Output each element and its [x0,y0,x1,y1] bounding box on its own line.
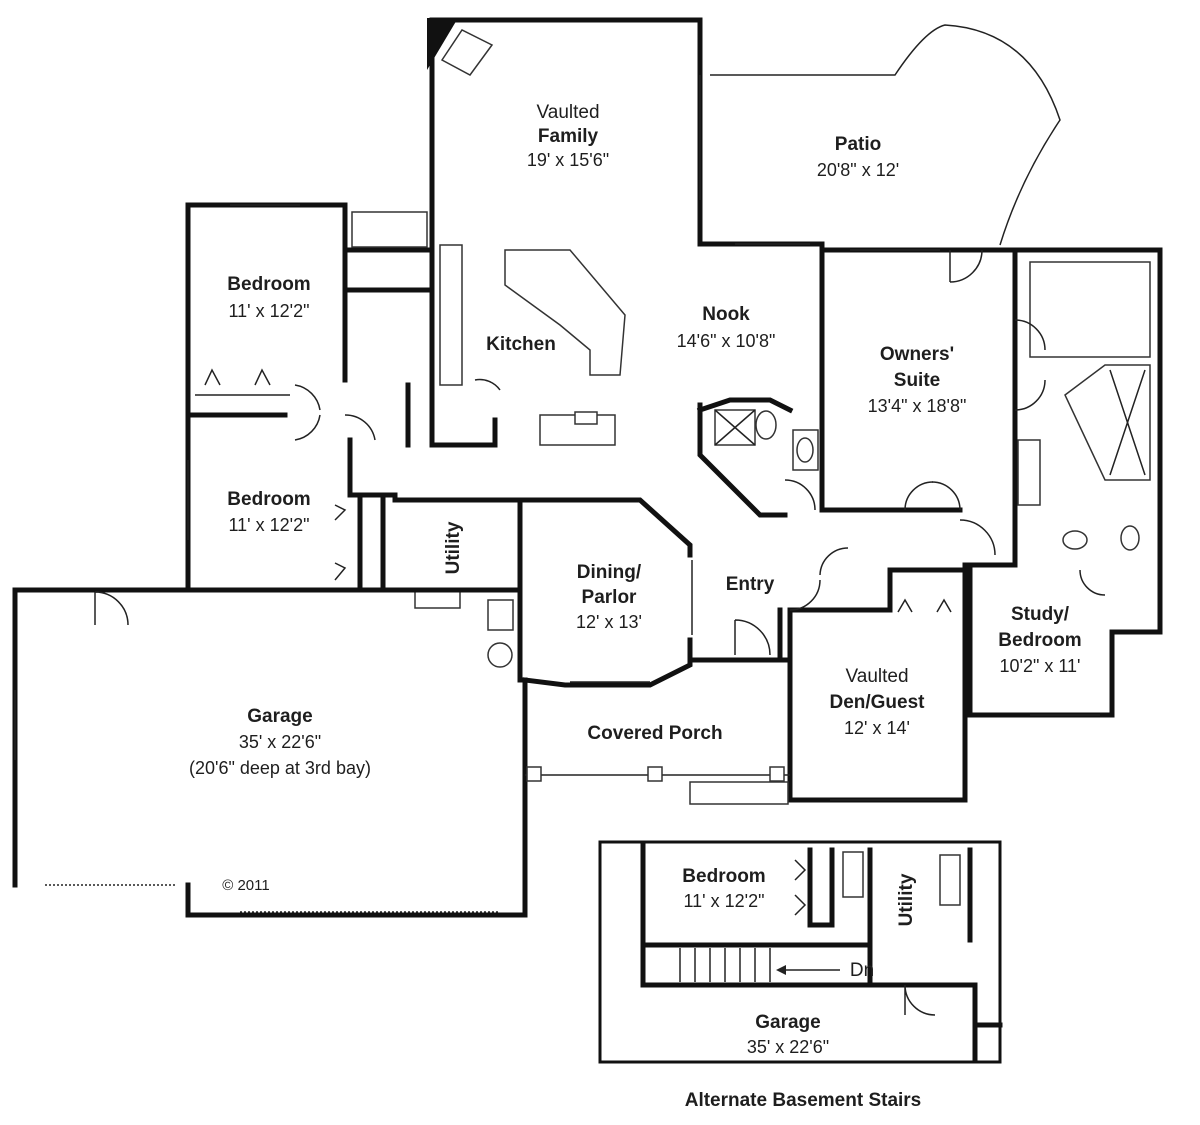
study-name-line2: Bedroom [998,630,1081,651]
den-name: Den/Guest [829,692,925,713]
garage-name: Garage [247,706,312,727]
inset-stair-treads [679,948,771,982]
nook-name: Nook [702,304,750,325]
inset-utility-name: Utility [896,873,917,926]
room-utility: Utility [443,521,464,574]
study-dims: 10'2" x 11' [1000,656,1081,676]
room-covered-porch: Covered Porch [587,723,722,744]
bedroom-2-dims: 11' x 12'2" [229,515,310,535]
garage-dims: 35' x 22'6" [239,732,321,752]
patio-dims: 20'8" x 12' [817,160,899,180]
kitchen-name: Kitchen [486,334,556,355]
room-bedroom-2: Bedroom 11' x 12'2" [227,489,310,535]
family-name: Family [538,126,599,147]
bedroom-1-dims: 11' x 12'2" [229,301,310,321]
entry-name: Entry [726,574,775,595]
utility-name: Utility [443,521,464,574]
inset-room-utility: Utility [896,873,917,926]
room-bedroom-1: Bedroom 11' x 12'2" [227,274,310,321]
owners-suite-name-line2: Suite [894,370,940,391]
porch-name: Covered Porch [587,723,722,744]
exterior-walls [12,17,1163,918]
family-vaulted-label: Vaulted [536,102,599,123]
study-name-line1: Study/ [1011,604,1070,625]
inset-garage-name: Garage [755,1012,820,1033]
inset-room-bedroom: Bedroom 11' x 12'2" [682,866,765,911]
room-den-guest: Vaulted Den/Guest 12' x 14' [829,666,925,738]
room-owners-suite: Owners' Suite 13'4" x 18'8" [868,344,967,416]
patio-name: Patio [835,134,881,155]
room-garage: Garage 35' x 22'6" (20'6" deep at 3rd ba… [189,706,371,778]
owners-suite-dims: 13'4" x 18'8" [868,396,967,416]
dining-dims: 12' x 13' [576,612,642,632]
owners-suite-name-line1: Owners' [880,344,954,365]
inset-bedroom-dims: 11' x 12'2" [684,891,765,911]
inset-bedroom-name: Bedroom [682,866,765,887]
bedroom-2-name: Bedroom [227,489,310,510]
den-vaulted-label: Vaulted [845,666,908,687]
garage-note: (20'6" deep at 3rd bay) [189,758,371,778]
inset-room-garage: Garage 35' x 22'6" [747,1012,829,1057]
inset-caption: Alternate Basement Stairs [685,1090,922,1111]
nook-dims: 14'6" x 10'8" [677,331,776,351]
room-study-bedroom: Study/ Bedroom 10'2" x 11' [998,604,1081,676]
family-dims: 19' x 15'6" [527,150,609,170]
room-kitchen: Kitchen [486,334,556,355]
den-dims: 12' x 14' [844,718,910,738]
inset-stairs-down-label: Dn [850,960,874,981]
room-nook: Nook 14'6" x 10'8" [677,304,776,351]
dining-name-line1: Dining/ [577,562,642,583]
copyright-text: © 2011 [222,877,269,894]
room-family: Vaulted Family 19' x 15'6" [527,102,609,170]
room-patio: Patio 20'8" x 12' [817,134,899,180]
inset-alternate-stairs [598,840,1003,1064]
bedroom-1-name: Bedroom [227,274,310,295]
inset-garage-dims: 35' x 22'6" [747,1037,829,1057]
room-entry: Entry [726,574,775,595]
dining-name-line2: Parlor [582,587,638,608]
room-dining-parlor: Dining/ Parlor 12' x 13' [576,562,642,632]
